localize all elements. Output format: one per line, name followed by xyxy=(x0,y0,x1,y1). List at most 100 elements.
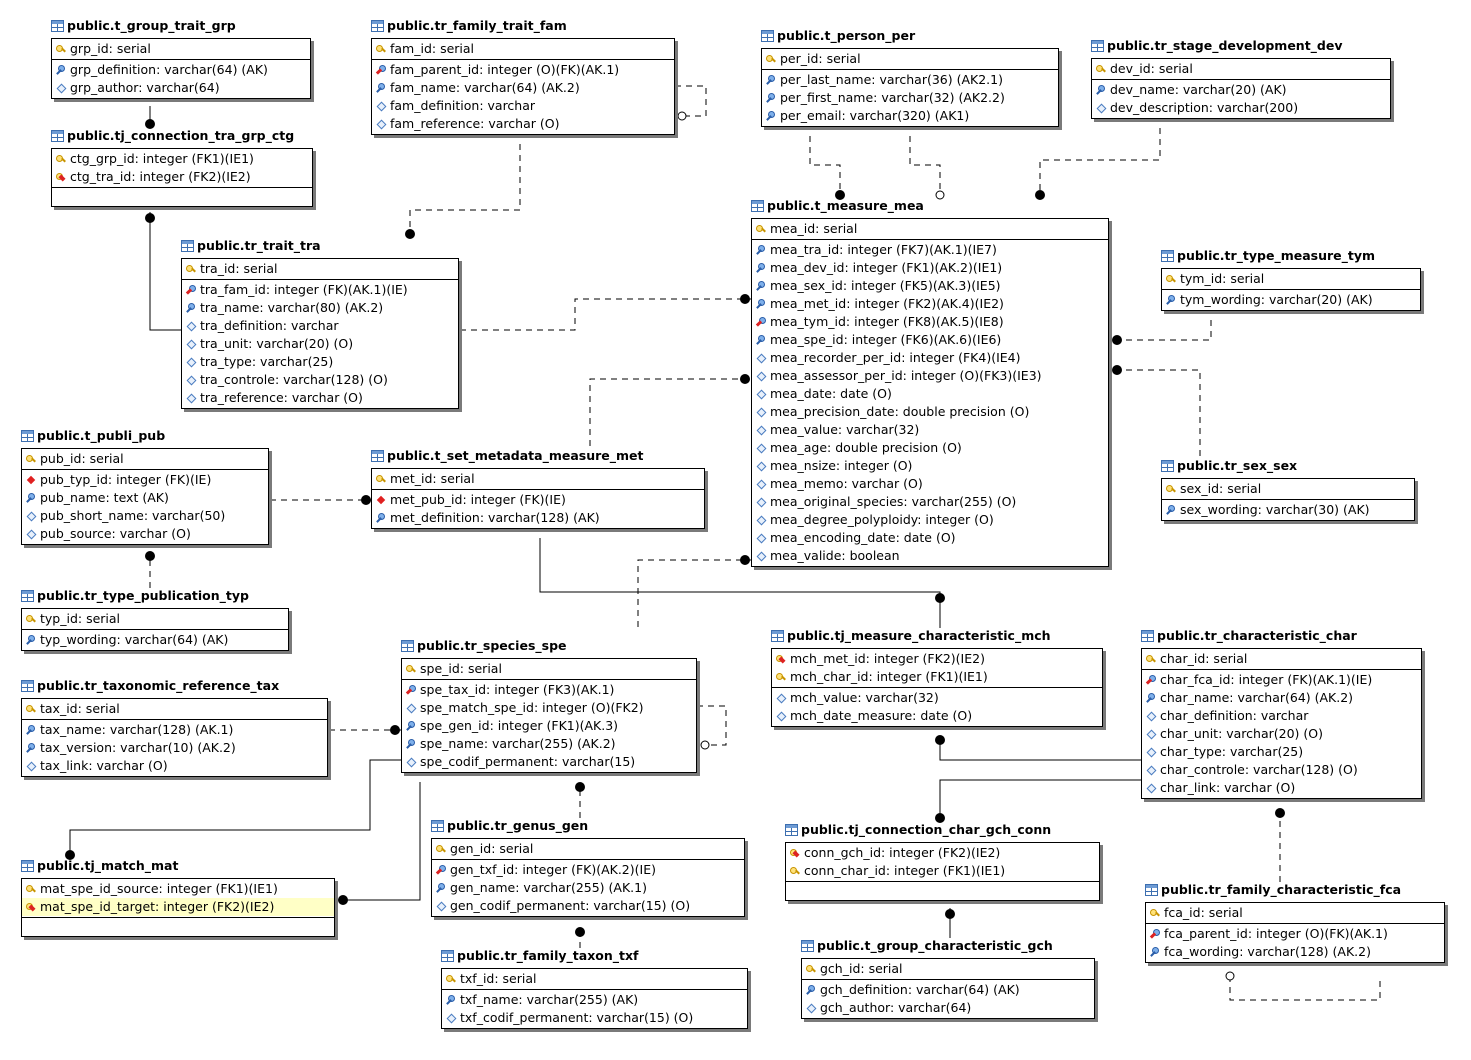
attribute-row[interactable]: mea_valide: boolean xyxy=(752,547,1108,565)
attribute-row[interactable]: met_pub_id: integer (FK)(IE) xyxy=(372,491,704,509)
attribute-row[interactable]: pub_typ_id: integer (FK)(IE) xyxy=(22,471,268,489)
attribute-row[interactable]: txf_id: serial xyxy=(442,970,747,988)
attribute-row[interactable]: spe_id: serial xyxy=(402,660,696,678)
attribute-row[interactable]: tym_wording: varchar(20) (AK) xyxy=(1162,291,1420,309)
attribute-row[interactable]: mea_nsize: integer (O) xyxy=(752,457,1108,475)
attribute-row[interactable]: mat_spe_id_target: integer (FK2)(IE2) xyxy=(22,898,334,916)
attribute-row[interactable]: txf_name: varchar(255) (AK) xyxy=(442,991,747,1009)
attribute-row[interactable]: mea_tra_id: integer (FK7)(AK.1)(IE7) xyxy=(752,241,1108,259)
attribute-row[interactable]: gen_name: varchar(255) (AK.1) xyxy=(432,879,744,897)
attribute-row[interactable]: met_id: serial xyxy=(372,470,704,488)
attribute-row[interactable]: ctg_grp_id: integer (FK1)(IE1) xyxy=(52,150,312,168)
attribute-row[interactable]: txf_codif_permanent: varchar(15) (O) xyxy=(442,1009,747,1027)
attribute-row[interactable]: dev_id: serial xyxy=(1092,60,1390,78)
attribute-row[interactable]: per_email: varchar(320) (AK1) xyxy=(762,107,1058,125)
attribute-row[interactable]: char_controle: varchar(128) (O) xyxy=(1142,761,1421,779)
redblue-icon xyxy=(1146,675,1156,685)
attribute-row[interactable]: conn_char_id: integer (FK1)(IE1) xyxy=(786,862,1099,880)
attribute-row[interactable]: fam_name: varchar(64) (AK.2) xyxy=(372,79,674,97)
attribute-row[interactable]: mch_value: varchar(32) xyxy=(772,689,1102,707)
attribute-row[interactable]: sex_id: serial xyxy=(1162,480,1414,498)
attribute-row[interactable]: tra_name: varchar(80) (AK.2) xyxy=(182,299,458,317)
attribute-row[interactable]: mea_encoding_date: date (O) xyxy=(752,529,1108,547)
attribute-row[interactable]: fam_reference: varchar (O) xyxy=(372,115,674,133)
attribute-row[interactable]: fca_id: serial xyxy=(1146,904,1444,922)
attribute-row[interactable]: grp_id: serial xyxy=(52,40,310,58)
attribute-row[interactable]: tra_controle: varchar(128) (O) xyxy=(182,371,458,389)
attribute-row[interactable]: char_definition: varchar xyxy=(1142,707,1421,725)
attribute-row[interactable]: char_unit: varchar(20) (O) xyxy=(1142,725,1421,743)
attribute-row[interactable]: gch_definition: varchar(64) (AK) xyxy=(802,981,1094,999)
attribute-row[interactable]: mch_date_measure: date (O) xyxy=(772,707,1102,725)
attribute-row[interactable]: met_definition: varchar(128) (AK) xyxy=(372,509,704,527)
attribute-row[interactable]: mea_precision_date: double precision (O) xyxy=(752,403,1108,421)
attribute-row[interactable]: tym_id: serial xyxy=(1162,270,1420,288)
attribute-row[interactable]: ctg_tra_id: integer (FK2)(IE2) xyxy=(52,168,312,186)
attribute-row[interactable]: spe_gen_id: integer (FK1)(AK.3) xyxy=(402,717,696,735)
attribute-row[interactable]: tra_id: serial xyxy=(182,260,458,278)
attribute-row[interactable]: per_first_name: varchar(32) (AK2.2) xyxy=(762,89,1058,107)
attribute-row[interactable]: sex_wording: varchar(30) (AK) xyxy=(1162,501,1414,519)
attribute-row[interactable]: mea_age: double precision (O) xyxy=(752,439,1108,457)
attribute-row[interactable]: per_id: serial xyxy=(762,50,1058,68)
attribute-row[interactable]: tra_reference: varchar (O) xyxy=(182,389,458,407)
attribute-row[interactable]: gen_id: serial xyxy=(432,840,744,858)
attribute-row[interactable]: spe_tax_id: integer (FK3)(AK.1) xyxy=(402,681,696,699)
attribute-row[interactable]: conn_gch_id: integer (FK2)(IE2) xyxy=(786,844,1099,862)
attribute-row[interactable]: mea_sex_id: integer (FK5)(AK.3)(IE5) xyxy=(752,277,1108,295)
attribute-row[interactable]: typ_wording: varchar(64) (AK) xyxy=(22,631,288,649)
attribute-row[interactable]: fam_id: serial xyxy=(372,40,674,58)
attribute-row[interactable]: tax_id: serial xyxy=(22,700,327,718)
attribute-row[interactable]: mat_spe_id_source: integer (FK1)(IE1) xyxy=(22,880,334,898)
attribute-row[interactable]: mea_dev_id: integer (FK1)(AK.2)(IE1) xyxy=(752,259,1108,277)
attribute-row[interactable]: tax_link: varchar (O) xyxy=(22,757,327,775)
attribute-row[interactable]: pub_source: varchar (O) xyxy=(22,525,268,543)
attribute-row[interactable]: fca_parent_id: integer (O)(FK)(AK.1) xyxy=(1146,925,1444,943)
attribute-row[interactable]: mea_id: serial xyxy=(752,220,1108,238)
attribute-row[interactable]: char_name: varchar(64) (AK.2) xyxy=(1142,689,1421,707)
attribute-row[interactable]: mch_met_id: integer (FK2)(IE2) xyxy=(772,650,1102,668)
attribute-row[interactable]: char_type: varchar(25) xyxy=(1142,743,1421,761)
attribute-row[interactable]: mea_degree_polyploidy: integer (O) xyxy=(752,511,1108,529)
attribute-row[interactable]: gch_author: varchar(64) xyxy=(802,999,1094,1017)
attribute-row[interactable]: fam_parent_id: integer (O)(FK)(AK.1) xyxy=(372,61,674,79)
attribute-row[interactable]: mea_value: varchar(32) xyxy=(752,421,1108,439)
attribute-row[interactable]: gen_txf_id: integer (FK)(AK.2)(IE) xyxy=(432,861,744,879)
attribute-row[interactable]: pub_name: text (AK) xyxy=(22,489,268,507)
attribute-row[interactable]: tax_version: varchar(10) (AK.2) xyxy=(22,739,327,757)
attribute-row[interactable]: fam_definition: varchar xyxy=(372,97,674,115)
attribute-text: gen_txf_id: integer (FK)(AK.2)(IE) xyxy=(450,862,656,877)
attribute-row[interactable]: mea_date: date (O) xyxy=(752,385,1108,403)
attribute-row[interactable]: per_last_name: varchar(36) (AK2.1) xyxy=(762,71,1058,89)
attribute-row[interactable]: mea_met_id: integer (FK2)(AK.4)(IE2) xyxy=(752,295,1108,313)
attribute-row[interactable]: pub_id: serial xyxy=(22,450,268,468)
attribute-row[interactable]: grp_definition: varchar(64) (AK) xyxy=(52,61,310,79)
attribute-row[interactable]: dev_description: varchar(200) xyxy=(1092,99,1390,117)
attribute-row[interactable]: mea_memo: varchar (O) xyxy=(752,475,1108,493)
attribute-row[interactable]: mch_char_id: integer (FK1)(IE1) xyxy=(772,668,1102,686)
entity-body: gch_id: serial gch_definition: varchar(64… xyxy=(801,958,1095,1019)
attribute-row[interactable]: gch_id: serial xyxy=(802,960,1094,978)
attribute-row[interactable]: tra_type: varchar(25) xyxy=(182,353,458,371)
attribute-row[interactable]: spe_match_spe_id: integer (O)(FK2) xyxy=(402,699,696,717)
attribute-row[interactable]: char_id: serial xyxy=(1142,650,1421,668)
attribute-row[interactable]: tra_unit: varchar(20) (O) xyxy=(182,335,458,353)
attribute-row[interactable]: typ_id: serial xyxy=(22,610,288,628)
attribute-row[interactable]: tra_definition: varchar xyxy=(182,317,458,335)
attribute-row[interactable]: mea_recorder_per_id: integer (FK4)(IE4) xyxy=(752,349,1108,367)
attribute-row[interactable]: mea_original_species: varchar(255) (O) xyxy=(752,493,1108,511)
attribute-row[interactable]: dev_name: varchar(20) (AK) xyxy=(1092,81,1390,99)
attribute-row[interactable]: char_link: varchar (O) xyxy=(1142,779,1421,797)
attribute-row[interactable]: mea_assessor_per_id: integer (O)(FK3)(IE… xyxy=(752,367,1108,385)
attribute-row[interactable]: char_fca_id: integer (FK)(AK.1)(IE) xyxy=(1142,671,1421,689)
attribute-row[interactable]: tra_fam_id: integer (FK)(AK.1)(IE) xyxy=(182,281,458,299)
attribute-row[interactable]: pub_short_name: varchar(50) xyxy=(22,507,268,525)
attribute-row[interactable]: mea_spe_id: integer (FK6)(AK.6)(IE6) xyxy=(752,331,1108,349)
attribute-row[interactable]: spe_name: varchar(255) (AK.2) xyxy=(402,735,696,753)
attribute-row[interactable]: tax_name: varchar(128) (AK.1) xyxy=(22,721,327,739)
attribute-row[interactable]: mea_tym_id: integer (FK8)(AK.5)(IE8) xyxy=(752,313,1108,331)
attribute-row[interactable]: gen_codif_permanent: varchar(15) (O) xyxy=(432,897,744,915)
attribute-row[interactable]: fca_wording: varchar(128) (AK.2) xyxy=(1146,943,1444,961)
attribute-row[interactable]: spe_codif_permanent: varchar(15) xyxy=(402,753,696,771)
attribute-row[interactable]: grp_author: varchar(64) xyxy=(52,79,310,97)
